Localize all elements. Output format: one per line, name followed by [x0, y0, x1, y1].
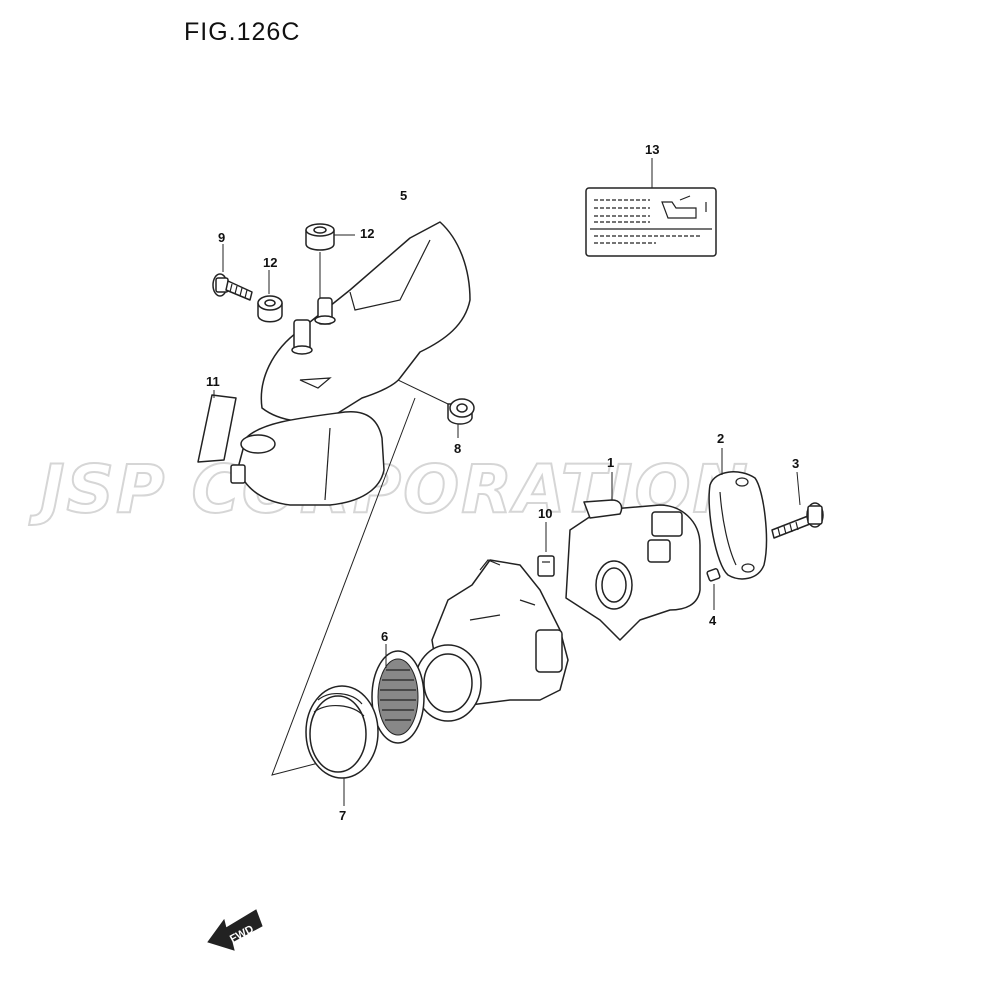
- assembly-guide-line: [271, 397, 416, 776]
- part-8-grommet: [447, 398, 475, 425]
- part-3-bolt: [771, 502, 824, 539]
- fwd-direction-arrow: FWD: [207, 909, 263, 951]
- callout-11: 11: [206, 374, 220, 389]
- throttle-assembly: [414, 559, 569, 722]
- callout-12-top: 12: [360, 226, 374, 241]
- callout-6: 6: [381, 629, 388, 644]
- callout-2: 2: [717, 431, 724, 446]
- part-10-clip: [537, 555, 555, 577]
- callout-5: 5: [400, 188, 407, 203]
- part-6-screen: [371, 650, 425, 744]
- callout-10: 10: [538, 506, 552, 521]
- part-11-label: [197, 394, 237, 463]
- callout-3: 3: [792, 456, 799, 471]
- part-9-bolt: [212, 273, 253, 301]
- part-5-intake-silencer: [230, 221, 471, 506]
- callout-8: 8: [454, 441, 461, 456]
- callout-7: 7: [339, 808, 346, 823]
- callout-9: 9: [218, 230, 225, 245]
- part-2-gasket: [708, 471, 768, 580]
- callout-1: 1: [607, 455, 614, 470]
- part-7-seal-ring: [305, 685, 379, 779]
- figure-title: FIG.126C: [184, 18, 301, 46]
- part-12-grommet-top: [305, 223, 335, 251]
- callout-4: 4: [709, 613, 717, 628]
- part-13-caution-label: [585, 187, 717, 257]
- part-1-throttle-body: [565, 499, 701, 641]
- callout-13: 13: [645, 142, 659, 157]
- part-12-grommet-left: [257, 295, 283, 323]
- part-4-pin: [706, 568, 721, 582]
- callout-12-left: 12: [263, 255, 277, 270]
